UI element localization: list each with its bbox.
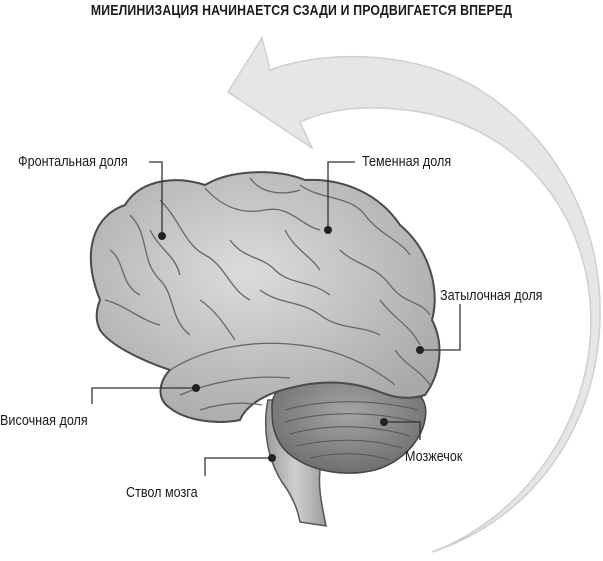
label-parietal-lobe: Теменная доля (362, 153, 452, 170)
label-brainstem: Ствол мозга (126, 484, 198, 501)
label-occipital-lobe: Затылочная доля (440, 287, 543, 304)
dot-occipital (416, 346, 424, 354)
diagram-title: МИЕЛИНИЗАЦИЯ НАЧИНАЕТСЯ СЗАДИ И ПРОДВИГА… (90, 2, 513, 19)
leader-temporal (91, 387, 196, 404)
leader-parietal (327, 161, 355, 230)
label-frontal-lobe: Фронтальная доля (18, 153, 128, 170)
dot-frontal (158, 232, 166, 240)
leader-occipital (420, 304, 461, 351)
dot-parietal (324, 226, 332, 234)
dot-cerebellum (380, 418, 388, 426)
dot-brainstem (268, 454, 276, 462)
leader-lines (91, 161, 461, 476)
anchor-dots (158, 226, 424, 462)
myelination-direction-arrow (226, 36, 601, 553)
brain-gyri (104, 177, 431, 411)
leader-brainstem (204, 457, 272, 476)
dot-temporal (192, 384, 200, 392)
label-cerebellum: Мозжечок (405, 448, 463, 465)
leader-cerebellum (384, 421, 421, 440)
leader-frontal (149, 161, 163, 236)
label-temporal-lobe: Височная доля (0, 412, 88, 429)
cerebellum-folds (284, 401, 419, 461)
